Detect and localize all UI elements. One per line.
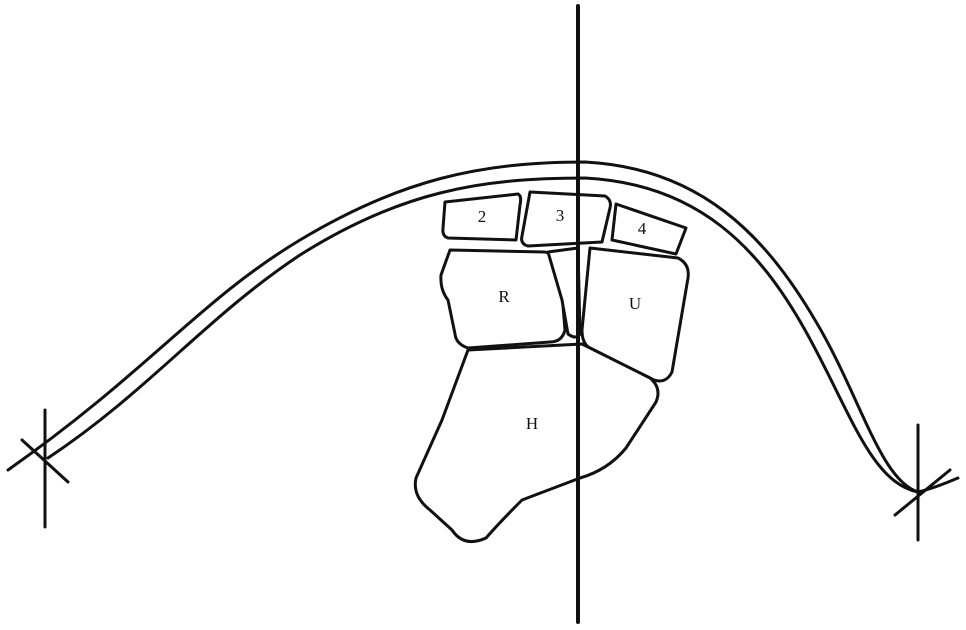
bone-3 [522,192,611,246]
right-marker-diagonal [895,470,950,515]
bone-label-h: H [526,414,538,433]
bone-h [415,344,658,542]
bone-label-2: 2 [478,207,487,226]
bone-label-4: 4 [638,219,647,238]
bone-label-u: U [629,294,641,313]
bone-label-3: 3 [556,206,565,225]
bone-4 [612,204,686,254]
bone-label-r: R [498,287,510,306]
